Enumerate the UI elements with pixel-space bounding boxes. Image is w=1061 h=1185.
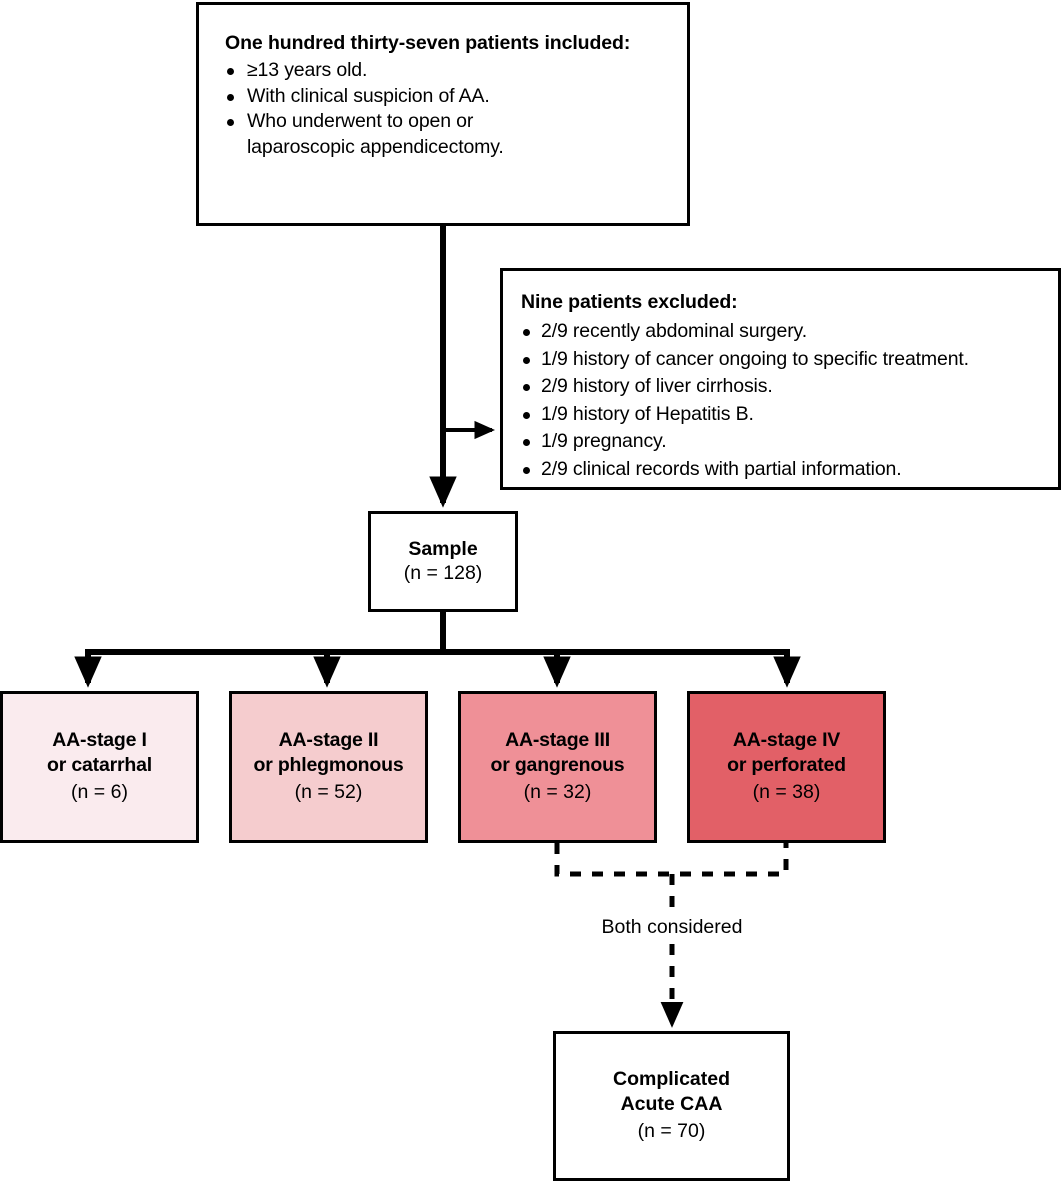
excluded-reasons-list: 2/9 recently abdominal surgery. 1/9 hist… (521, 318, 1046, 483)
node-aa-stage-4: AA-stage IV or perforated (n = 38) (687, 691, 886, 843)
node-sample: Sample (n = 128) (368, 511, 518, 612)
node-patients-excluded: Nine patients excluded: 2/9 recently abd… (500, 268, 1061, 490)
reason-text: 1/9 pregnancy. (541, 430, 667, 452)
bullet-dot-icon (523, 329, 530, 336)
edge-sample-to-stages (74, 612, 801, 688)
bullet-dot-icon (523, 411, 530, 419)
node-aa-stage-2: AA-stage II or phlegmonous (n = 52) (229, 691, 428, 843)
bullet-dot-icon (523, 384, 530, 391)
bullet-dot-icon (227, 119, 234, 126)
stage-title-line1: AA-stage III (505, 729, 610, 751)
bullet-dot-icon (523, 466, 530, 474)
node-complicated-acute-caa: Complicated Acute CAA (n = 70) (553, 1031, 790, 1181)
list-item: 2/9 recently abdominal surgery. (521, 318, 1046, 346)
sample-title: Sample (408, 538, 478, 560)
reason-text: 2/9 clinical records with partial inform… (541, 457, 902, 480)
list-item: With clinical suspicion of AA. (225, 84, 667, 110)
reason-text: 1/9 history of Hepatitis B. (541, 402, 754, 425)
bullet-dot-icon (523, 439, 530, 446)
stage-count: (n = 52) (294, 781, 363, 803)
criterion-text-continuation: laparoscopic appendicectomy. (247, 135, 504, 158)
node-patients-included: One hundred thirty-seven patients includ… (196, 2, 690, 226)
stage-count: (n = 38) (752, 781, 821, 803)
edge-label-both-considered: Both considered (560, 913, 784, 941)
criterion-text: With clinical suspicion of AA. (247, 84, 490, 107)
sample-count: (n = 128) (403, 562, 483, 584)
reason-text: 1/9 history of cancer ongoing to specifi… (541, 347, 969, 370)
outcome-title-line2: Acute CAA (620, 1093, 723, 1115)
bullet-dot-icon (227, 93, 234, 101)
list-item: 2/9 history of liver cirrhosis. (521, 373, 1046, 401)
stage-title-line1: AA-stage IV (732, 729, 841, 751)
reason-text: 2/9 history of liver cirrhosis. (541, 375, 773, 397)
included-title: One hundred thirty-seven patients includ… (225, 32, 631, 54)
list-item: 2/9 clinical records with partial inform… (521, 456, 1046, 484)
bullet-dot-icon (227, 68, 234, 75)
outcome-title-line1: Complicated (612, 1068, 731, 1090)
outcome-count: (n = 70) (637, 1120, 706, 1142)
stage-title-line2: or phlegmonous (253, 754, 404, 776)
list-item: Who underwent to open or laparoscopic ap… (225, 109, 667, 160)
excluded-title: Nine patients excluded: (521, 291, 738, 313)
reason-text: 2/9 recently abdominal surgery. (541, 320, 807, 342)
node-aa-stage-3: AA-stage III or gangrenous (n = 32) (458, 691, 657, 843)
stage-title-line2: or perforated (727, 754, 846, 776)
stage-title-line1: AA-stage II (278, 729, 379, 751)
stage-title-line1: AA-stage I (52, 729, 147, 751)
stage-count: (n = 32) (523, 781, 592, 803)
list-item: 1/9 history of cancer ongoing to specifi… (521, 346, 1046, 374)
criterion-text: Who underwent to open or (247, 110, 474, 132)
included-criteria-list: ≥13 years old. With clinical suspicion o… (225, 58, 667, 160)
stage-title-line2: or gangrenous (490, 754, 625, 776)
node-aa-stage-1: AA-stage I or catarrhal (n = 6) (0, 691, 199, 843)
stage-count: (n = 6) (71, 781, 128, 803)
stage-title-line2: or catarrhal (47, 754, 152, 776)
list-item: 1/9 history of Hepatitis B. (521, 401, 1046, 429)
bullet-dot-icon (523, 356, 530, 364)
criterion-text: ≥13 years old. (247, 59, 368, 81)
list-item: 1/9 pregnancy. (521, 428, 1046, 456)
list-item: ≥13 years old. (225, 58, 667, 84)
